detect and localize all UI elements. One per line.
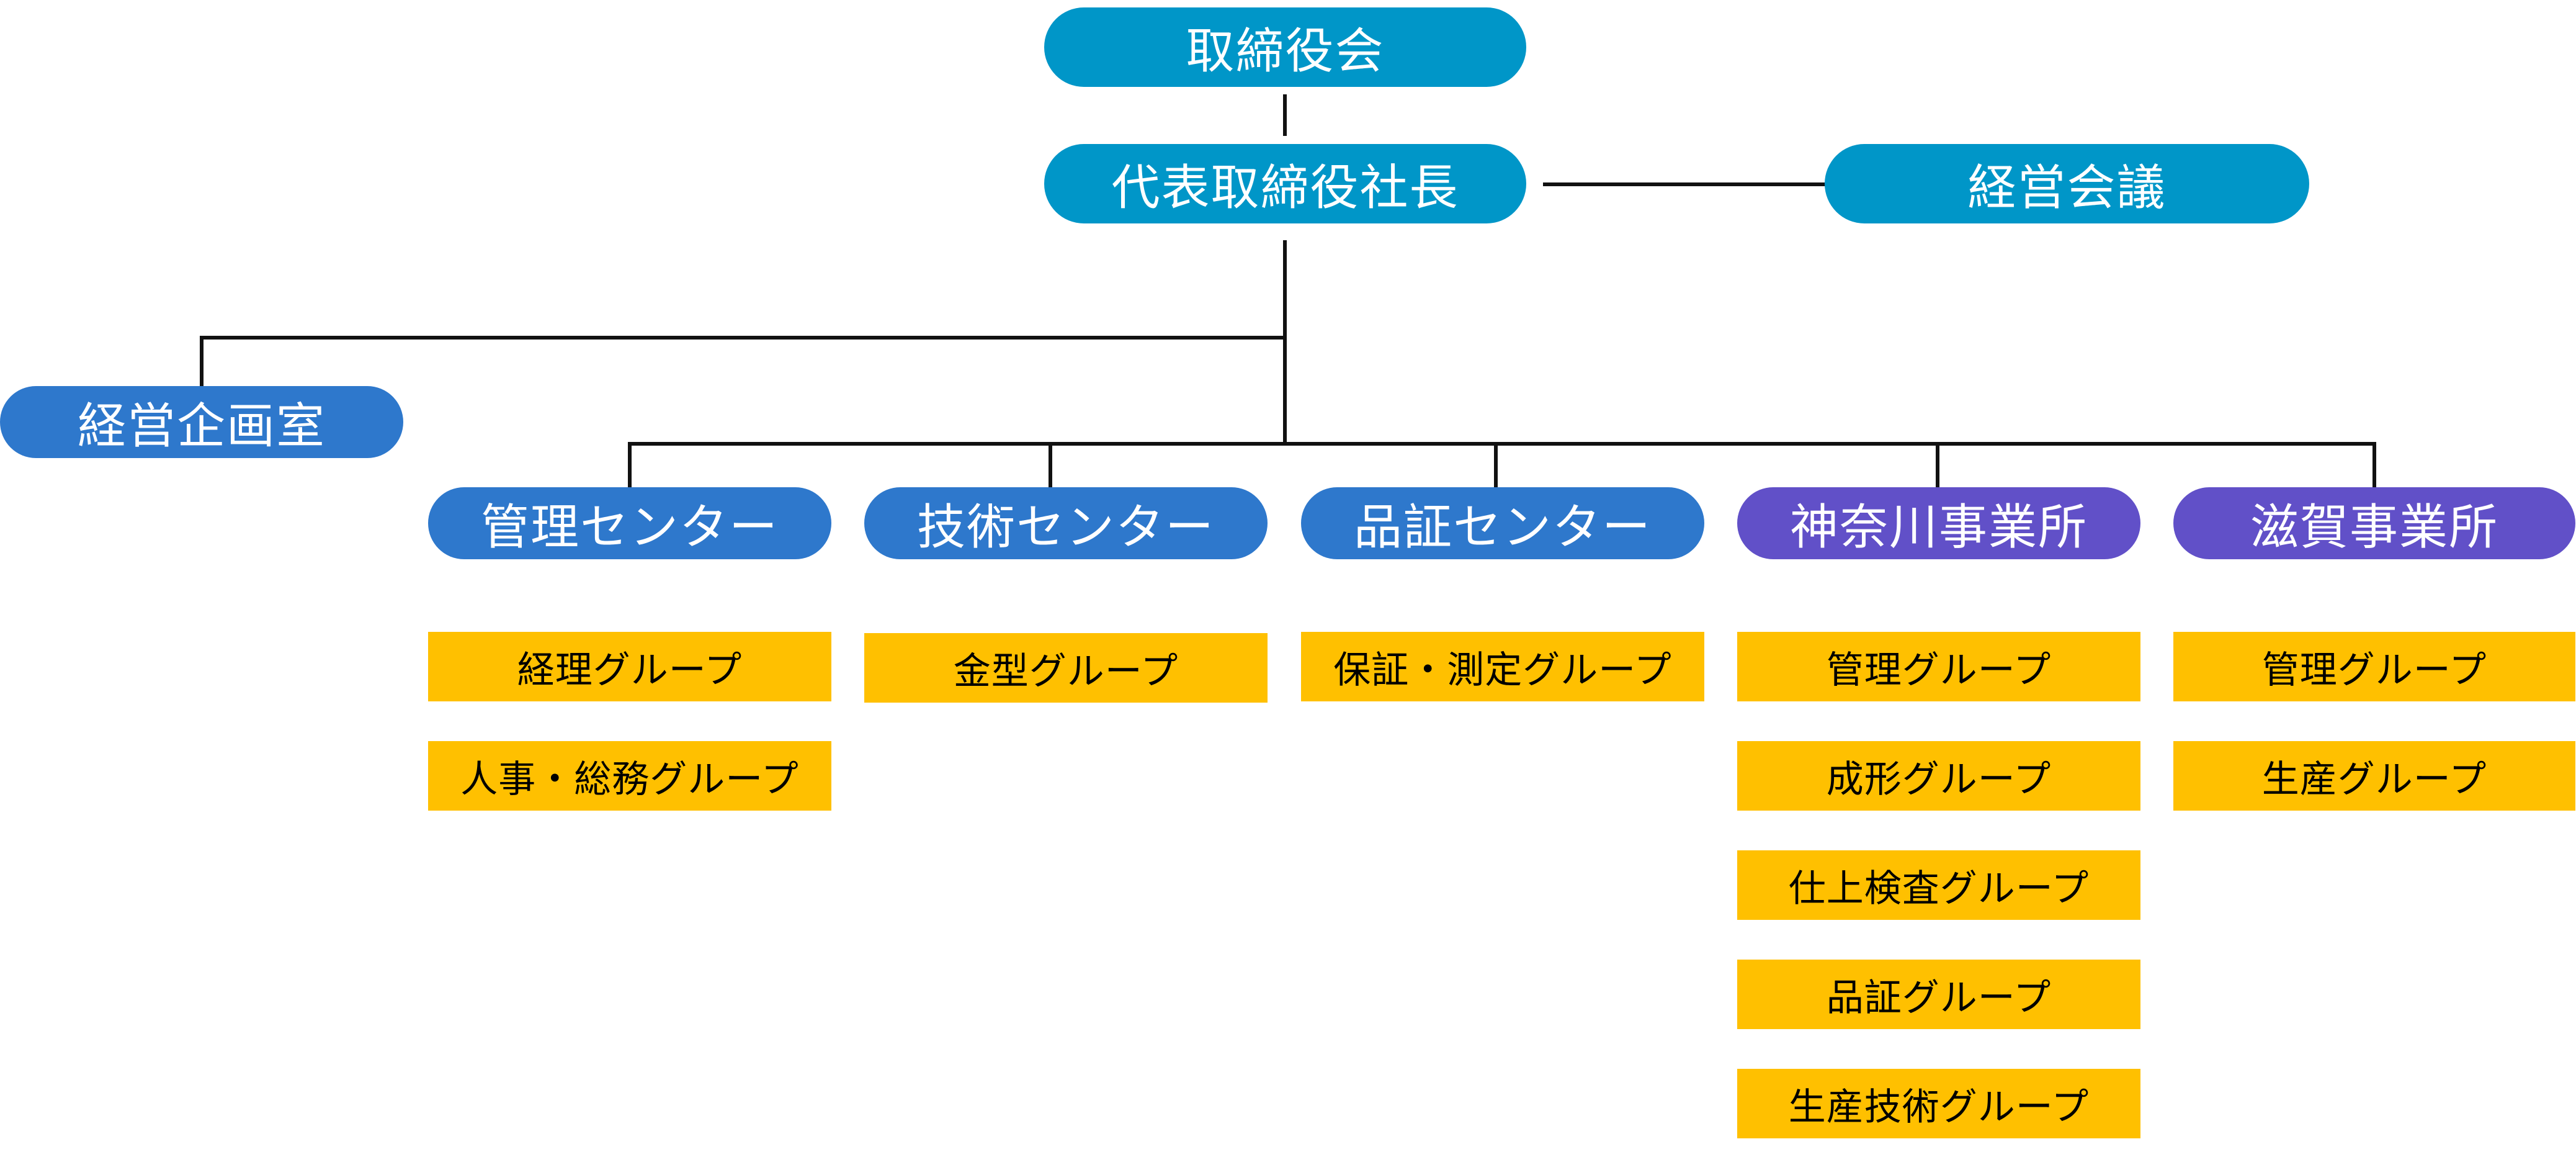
group-hr-general-affairs: 人事・総務グループ [428, 741, 831, 811]
unit-shiga-office: 滋賀事業所 [2173, 487, 2575, 559]
unit-administration-center: 管理センター [428, 487, 831, 559]
group-shiga-production: 生産グループ [2173, 741, 2575, 811]
group-kanagawa-management: 管理グループ [1737, 632, 2140, 701]
group-kanagawa-quality: 品証グループ [1737, 960, 2140, 1029]
group-shiga-management: 管理グループ [2173, 632, 2575, 701]
unit-technology-center: 技術センター [864, 487, 1268, 559]
group-kanagawa-finishing-inspection: 仕上検査グループ [1737, 850, 2140, 920]
group-assurance-measurement: 保証・測定グループ [1301, 632, 1704, 701]
unit-quality-center: 品証センター [1301, 487, 1704, 559]
management-meeting-node: 経営会議 [1825, 144, 2309, 223]
group-accounting: 経理グループ [428, 632, 831, 701]
unit-kanagawa-office: 神奈川事業所 [1737, 487, 2140, 559]
group-kanagawa-molding: 成形グループ [1737, 741, 2140, 811]
president-node: 代表取締役社長 [1044, 144, 1526, 223]
corporate-planning-node: 経営企画室 [0, 386, 403, 458]
board-node: 取締役会 [1044, 7, 1526, 87]
group-kanagawa-production-engineering: 生産技術グループ [1737, 1069, 2140, 1138]
group-mold: 金型グループ [864, 633, 1268, 703]
